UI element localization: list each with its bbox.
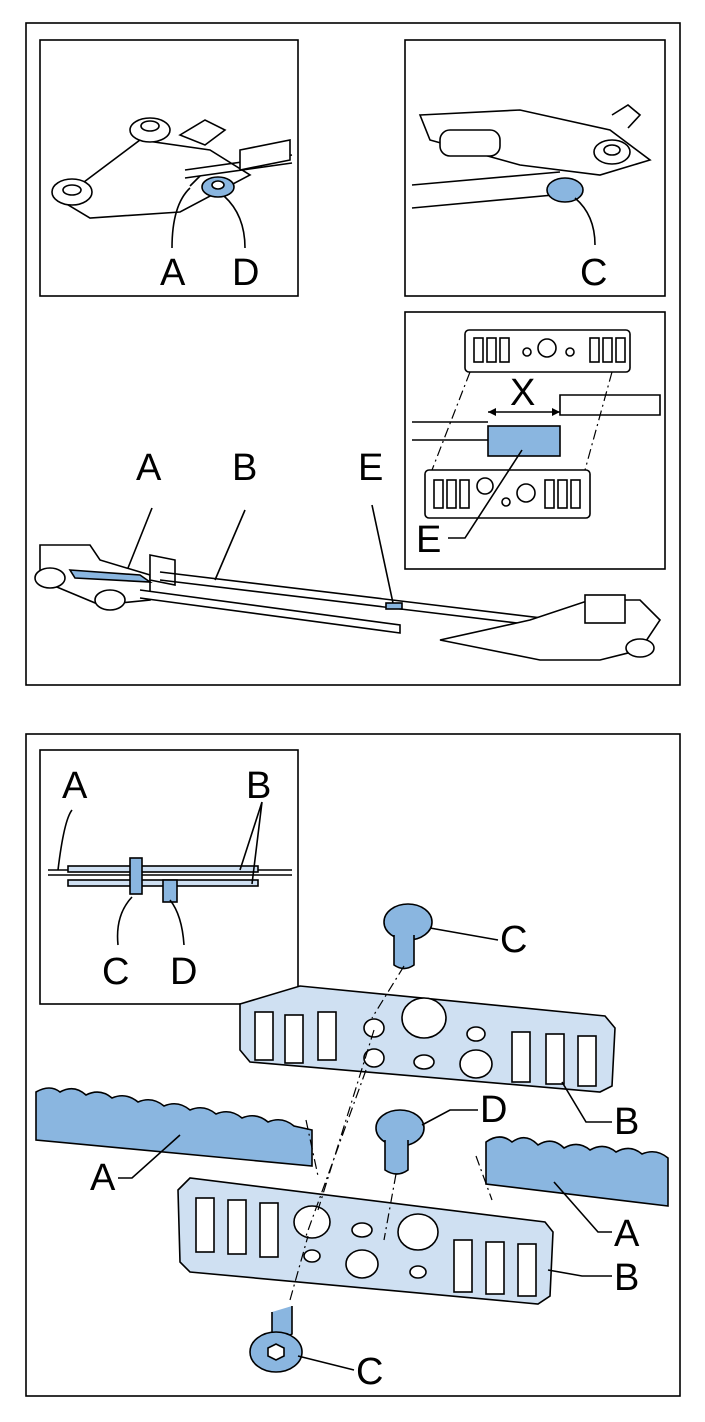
leader-inset-a <box>57 809 73 871</box>
leader-c-bottom <box>297 1355 355 1371</box>
inset-carriage-detail: A D <box>39 39 299 297</box>
pulley-right-hub <box>603 144 621 156</box>
label-a: A <box>160 252 186 294</box>
drive-pulley <box>625 638 655 658</box>
inset-cross-section: A B C D <box>39 749 299 1005</box>
inset-frame <box>39 39 299 297</box>
leader-d <box>421 1109 478 1126</box>
label-a-right: A <box>614 1213 640 1255</box>
inset-motor-detail: C <box>404 39 666 297</box>
label-d: D <box>480 1089 507 1131</box>
carriage-pulley-bottom <box>94 589 126 611</box>
leader-main-a <box>127 507 153 569</box>
leader-inset-c <box>116 896 133 946</box>
leader-a <box>171 187 191 249</box>
figure-2: A B C D <box>25 733 681 1397</box>
leader-e <box>448 449 523 539</box>
belt-a-right-body <box>485 1136 669 1207</box>
label-b-bottom: B <box>614 1257 639 1299</box>
leader-c-top <box>429 927 499 941</box>
label-inset-d: D <box>170 951 197 993</box>
clamp-plate-upper <box>67 865 259 873</box>
clamp-plate-b-upper <box>239 985 616 1093</box>
hex-socket-icon <box>267 1343 285 1361</box>
main-assembly: A B E <box>34 447 662 661</box>
cog-wheel-hub <box>211 180 225 190</box>
label-b-top: B <box>614 1101 639 1143</box>
belt-right-end <box>559 394 661 416</box>
part-a-highlight <box>189 175 201 187</box>
rail-b-lower <box>139 589 401 634</box>
leader-inset-b <box>239 801 263 885</box>
belt-a-left-body <box>35 1087 313 1167</box>
inset-frame <box>404 311 666 570</box>
bolt-c-bottom <box>249 1306 303 1373</box>
label-main-e: E <box>358 447 383 489</box>
bolt-c-section <box>129 857 143 895</box>
label-a-left: A <box>90 1157 116 1199</box>
drive-roller-c <box>546 177 584 203</box>
carriage-bracket <box>178 119 227 146</box>
belt-a-left <box>35 1087 313 1167</box>
label-d: D <box>232 252 259 294</box>
belt-left-end <box>412 421 488 441</box>
leader-inset-d <box>169 899 185 946</box>
carriage-pulley-left <box>34 567 66 589</box>
leader-d <box>223 195 246 249</box>
belt-joint-e-main <box>385 602 403 610</box>
label-e: E <box>416 519 441 561</box>
bolt-c-top <box>383 903 433 970</box>
label-c-bottom: C <box>356 1351 383 1393</box>
label-inset-b: B <box>246 765 271 807</box>
motor-body <box>439 129 501 157</box>
belt-rails <box>411 171 576 209</box>
label-inset-a: A <box>62 765 88 807</box>
inset-frame <box>404 39 666 297</box>
bolt-c-top-shank <box>393 935 415 970</box>
clamp-plate-bottom-holes <box>433 477 581 509</box>
nut-d-section <box>162 879 178 903</box>
drive-motor-block <box>584 594 626 624</box>
belt-a-right <box>485 1136 669 1207</box>
motor-bracket <box>611 104 642 129</box>
leader-main-e <box>371 504 394 604</box>
inset-frame <box>39 749 299 1005</box>
leader-b-top <box>561 1081 612 1123</box>
label-x: X <box>510 372 535 414</box>
bolt-c-top-head <box>383 903 433 941</box>
leader-b-bottom <box>547 1269 612 1277</box>
belt-joint-e <box>487 425 561 457</box>
leader-c <box>574 197 596 246</box>
clamp-plate-b-lower <box>177 1177 554 1305</box>
label-c: C <box>580 252 607 294</box>
dimension-x-arrows <box>488 408 560 416</box>
figure-1: A D C <box>25 22 681 686</box>
nut-d <box>375 1109 425 1175</box>
leader-main-b <box>214 509 246 581</box>
carriage-gear <box>149 554 176 586</box>
label-main-b: B <box>232 447 257 489</box>
belt-alignment-lines <box>305 1119 493 1201</box>
gear-rack <box>239 139 291 171</box>
leader-a-right <box>553 1181 612 1233</box>
clamp-plate-top-holes <box>473 337 626 363</box>
pulley-top-hub <box>140 120 160 132</box>
leader-a-left <box>118 1134 181 1179</box>
alignment-lines <box>289 965 405 1301</box>
label-c-top: C <box>500 919 527 961</box>
figure-2-frame <box>25 733 681 1397</box>
pulley-left-hub <box>62 184 82 196</box>
label-main-a: A <box>136 447 162 489</box>
figure-1-frame <box>25 22 681 686</box>
label-inset-c: C <box>102 951 129 993</box>
inset-belt-clamp-detail: X E <box>404 311 666 570</box>
nut-d-shank <box>384 1140 409 1175</box>
carriage-release-a <box>68 569 153 583</box>
alignment-lines <box>431 371 613 471</box>
